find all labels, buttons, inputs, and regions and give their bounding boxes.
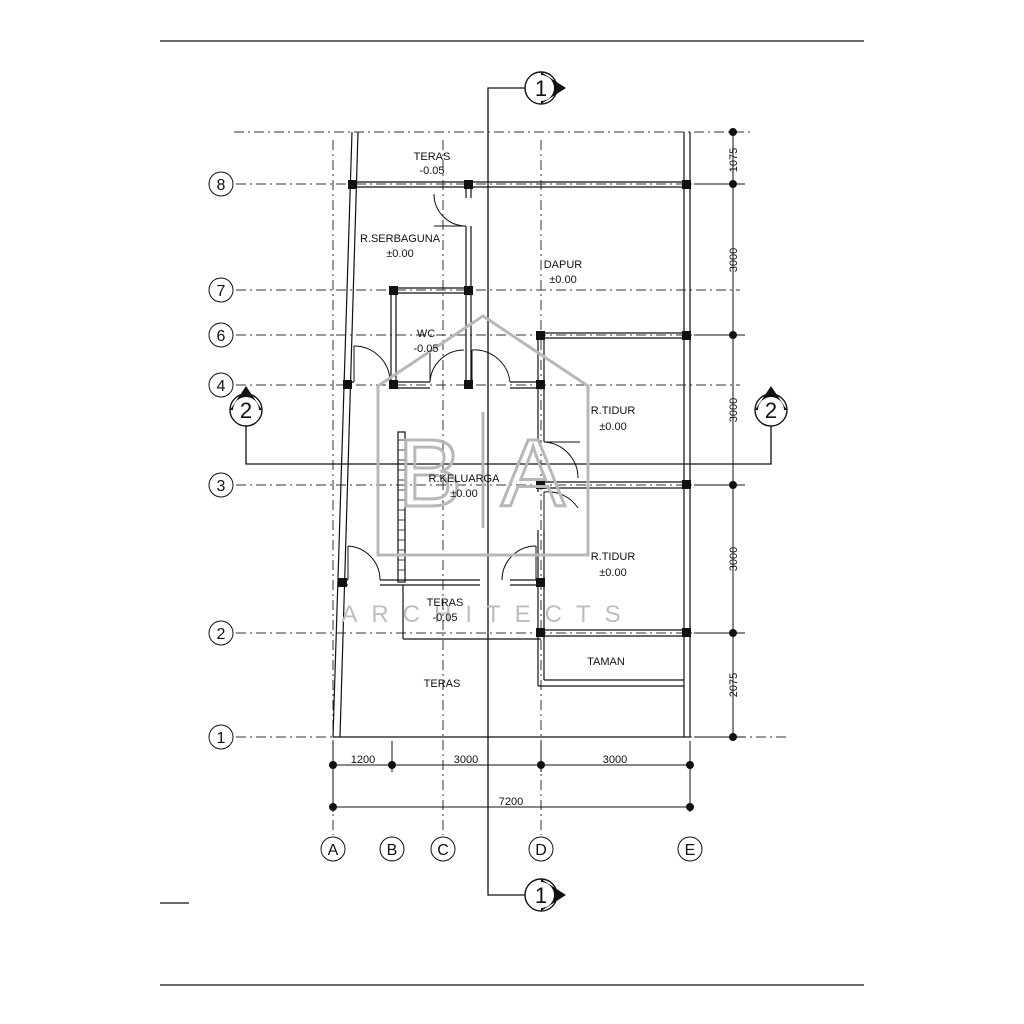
section-label: 2 (765, 398, 777, 423)
room-tidur2-name: R.TIDUR (591, 551, 636, 563)
watermark-letter-a: A (501, 420, 565, 527)
room-teras-top-name: TERAS (414, 151, 451, 163)
room-tidur1-name: R.TIDUR (591, 405, 636, 417)
room-wc-level: -0.05 (413, 343, 438, 355)
room-keluarga-name: R.KELUARGA (429, 473, 501, 485)
grid-row-7: 7 (217, 283, 226, 300)
section-lines (245, 87, 772, 896)
section-label: 1 (535, 76, 547, 101)
bottom-dimension-chain (329, 741, 694, 812)
section-marker-2-right: 2 (754, 386, 788, 427)
stair-hatch (398, 439, 405, 571)
grid-col-e: E (685, 842, 696, 859)
grid-row-1: 1 (217, 730, 226, 747)
right-dimension-chain (694, 128, 745, 741)
dim-right-3000-c: 3000 (728, 547, 740, 571)
dim-bottom-1200: 1200 (351, 754, 375, 766)
room-dapur-name: DAPUR (544, 259, 583, 271)
section-label: 2 (240, 398, 252, 423)
sheet-frame (160, 40, 864, 986)
door-swings (347, 193, 580, 581)
grid-row-8: 8 (217, 177, 226, 194)
dim-bottom-3000-b: 3000 (603, 754, 627, 766)
column-grid-labels (320, 836, 703, 862)
grid-row-3: 3 (217, 478, 226, 495)
grid-col-b: B (387, 842, 398, 859)
section-marker-1-bottom: 1 (524, 878, 566, 912)
room-teras-mid-name: TERAS (427, 597, 464, 609)
section-marker-2-left: 2 (229, 386, 263, 427)
dim-right-3000-b: 3000 (728, 398, 740, 422)
section-label: 1 (535, 883, 547, 908)
room-wc-name: WC (417, 328, 435, 340)
watermark-logo (376, 314, 590, 557)
watermark-letter-b: B (398, 420, 462, 527)
room-teras-top-level: -0.05 (419, 165, 444, 177)
room-serbaguna-name: R.SERBAGUNA (360, 233, 441, 245)
structural-columns (338, 180, 691, 637)
room-tidur2-level: ±0.00 (599, 567, 626, 579)
room-keluarga-level: ±0.00 (450, 488, 477, 500)
grid-row-4: 4 (217, 378, 226, 395)
dim-right-3000-a: 3000 (728, 248, 740, 272)
grid-row-2: 2 (217, 626, 226, 643)
dim-right-2075: 2075 (728, 673, 740, 697)
room-tidur1-level: ±0.00 (599, 421, 626, 433)
dim-right-1075: 1075 (728, 148, 740, 172)
row-grid-labels (208, 171, 234, 750)
room-taman-name: TAMAN (587, 656, 625, 668)
room-teras-mid-level: -0.05 (432, 612, 457, 624)
room-serbaguna-level: ±0.00 (386, 248, 413, 260)
grid-col-c: C (437, 842, 449, 859)
section-marker-1-top: 1 (524, 71, 566, 105)
room-teras-bottom-name: TERAS (424, 678, 461, 690)
dim-bottom-3000-a: 3000 (454, 754, 478, 766)
watermark-subtitle: ARCHITECTS (341, 601, 634, 628)
dim-bottom-total: 7200 (499, 796, 523, 808)
grid-col-d: D (535, 842, 547, 859)
grid-row-6: 6 (217, 328, 226, 345)
room-dapur-level: ±0.00 (549, 274, 576, 286)
grid-col-a: A (328, 842, 339, 859)
